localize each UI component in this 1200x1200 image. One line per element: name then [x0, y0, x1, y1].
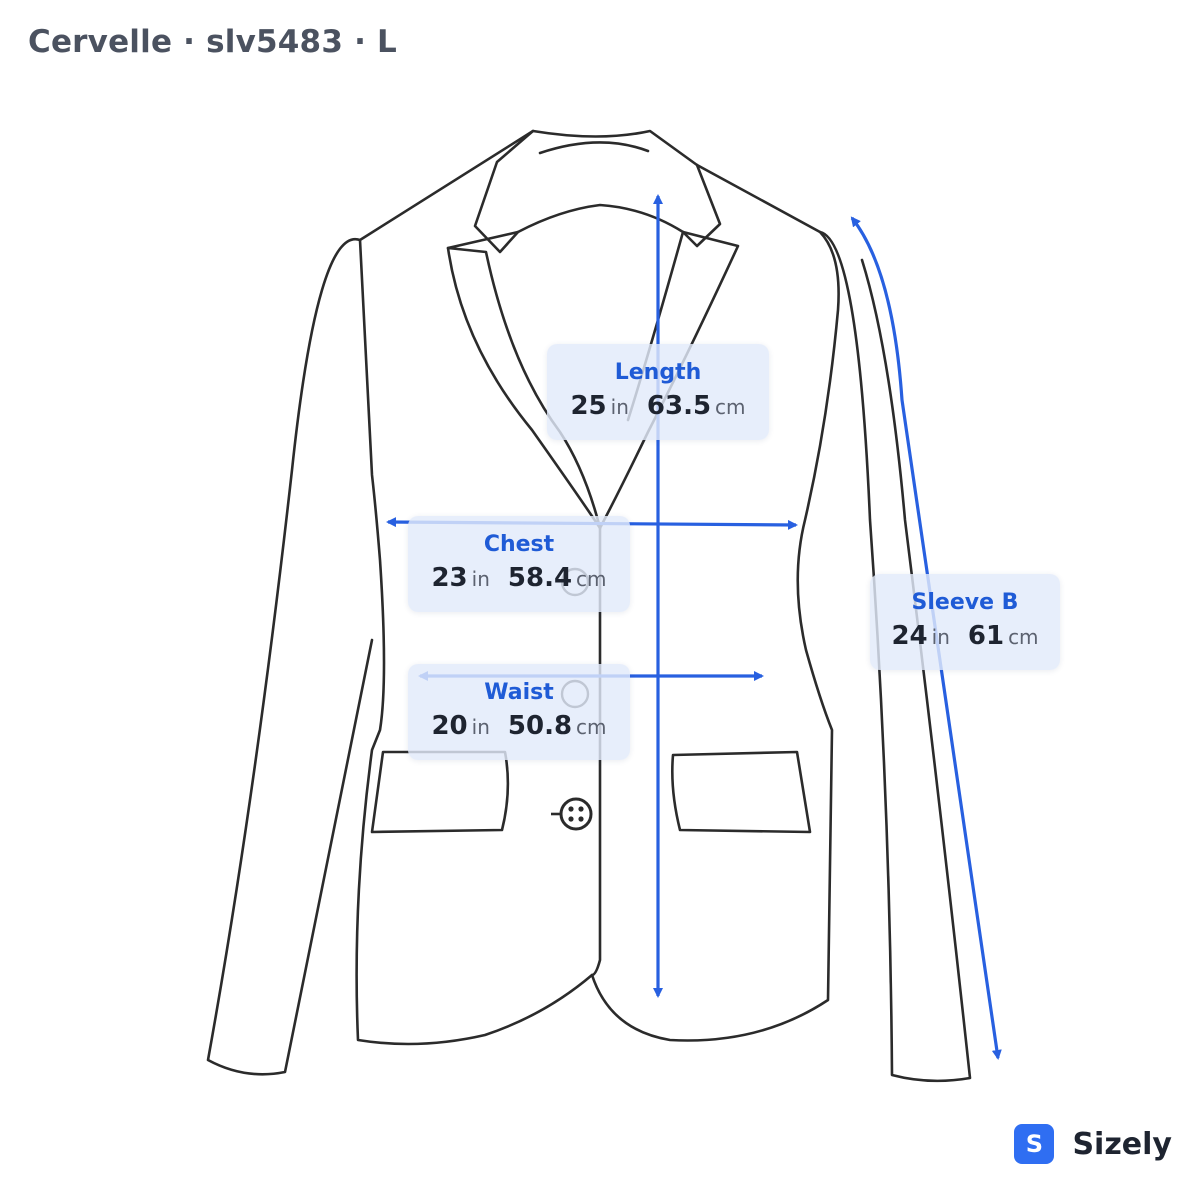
sleeve-label: Sleeve B — [911, 590, 1019, 615]
chest-cm: 58.4 — [507, 563, 573, 593]
sleeve-cm: 61 — [967, 621, 1005, 651]
waist-inches: 20 — [431, 711, 468, 741]
waist-label: Waist — [484, 680, 554, 705]
page-title: Cervelle · slv5483 · L — [28, 24, 398, 60]
waist-inch-unit: in — [471, 715, 490, 739]
chest-cm-unit: cm — [576, 567, 607, 591]
length-inches: 25 — [570, 391, 607, 421]
length-cm: 63.5 — [646, 391, 712, 421]
sleeve-inches: 24 — [891, 621, 928, 651]
chest-inches: 23 — [431, 563, 468, 593]
brand-mark: S Sizely — [1014, 1124, 1172, 1164]
sleeve-arrow — [850, 216, 1002, 1060]
chest-label: Chest — [483, 532, 555, 557]
length-label: Length — [614, 360, 702, 385]
waist-cm: 50.8 — [507, 711, 573, 741]
sleeve-cm-unit: cm — [1008, 625, 1039, 649]
waist-cm-unit: cm — [576, 715, 607, 739]
sizely-logo-icon: S — [1014, 1124, 1055, 1164]
length-inch-unit: in — [610, 395, 629, 419]
brand-name: Sizely — [1072, 1126, 1172, 1162]
chest-inch-unit: in — [471, 567, 490, 591]
length-cm-unit: cm — [715, 395, 746, 419]
sleeve-inch-unit: in — [931, 625, 950, 649]
